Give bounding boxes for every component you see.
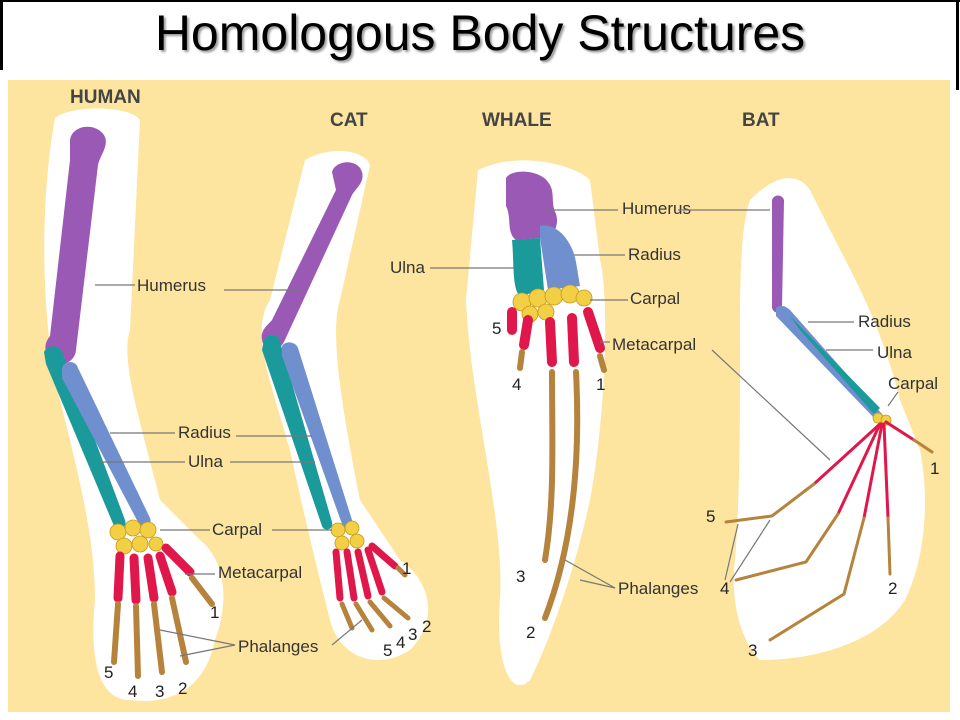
whale-label-ulna: Ulna [390,258,426,277]
bat-label-radius: Radius [858,312,911,331]
bat-header: BAT [742,110,780,131]
slide-frame-left [0,0,3,70]
cat-digit-1: 1 [402,559,411,578]
whale-header: WHALE [482,110,552,131]
whale-digit-2: 2 [526,623,535,642]
cat-digit-4: 4 [396,633,405,652]
cat-digit-5: 5 [383,641,392,660]
human-label-ulna: Ulna [188,452,224,471]
whale-radius [540,225,580,290]
whale-phalanges [517,349,607,621]
cat-phalanges [339,565,411,633]
whale-digit-4: 4 [512,375,521,394]
whale-carpals [512,284,593,323]
human-label-carpal: Carpal [212,520,262,539]
human-halo [44,108,224,701]
bat-metacarpals [812,420,916,520]
cat-header: CAT [330,110,368,131]
whale-label-radius: Radius [628,245,681,264]
whale-flipper: WHALE Humerus Radius Ulna Carpal Metacar… [390,110,729,686]
whale-humerus [506,171,558,240]
human-header: HUMAN [70,87,141,108]
whale-digit-3: 3 [516,567,525,586]
whale-digit-1: 1 [596,375,605,394]
slide-frame-top [0,0,960,2]
human-digit-3: 3 [155,682,164,701]
whale-label-carpal: Carpal [630,289,680,308]
whale-digit-4b: 4 [720,579,729,598]
bat-label-carpal: Carpal [888,374,938,393]
whale-metacarpals [507,307,605,367]
bat-ulna [790,316,880,414]
slide-frame-right [956,0,959,90]
human-label-radius: Radius [178,423,231,442]
bat-wing: BAT Radius Ulna Carpal 1 5 2 3 [678,110,939,660]
human-humerus [45,126,106,364]
bat-humerus [772,195,784,313]
cat-metacarpals [332,542,399,602]
human-metacarpals [113,543,195,605]
human-ulna [44,346,126,529]
whale-digit-5: 5 [492,319,501,338]
human-limb: HUMAN Humerus Radius Ulna Carpal Metacar… [44,87,318,701]
bat-digit-1: 1 [930,459,939,478]
cat-radius [282,342,353,528]
cat-humerus [261,162,363,350]
whale-label-phalanges: Phalanges [618,579,698,598]
cat-limb: CAT 1 2 3 4 5 [224,110,431,660]
whale-ulna [512,238,544,296]
human-digit-5: 5 [104,663,113,682]
cat-carpals [330,520,365,551]
human-label-phalanges: Phalanges [238,637,318,656]
bat-digit-3: 3 [748,641,757,660]
human-digit-1: 1 [210,603,219,622]
human-radius [62,362,151,527]
cat-digit-2: 2 [422,617,431,636]
human-phalanges [111,575,215,679]
whale-label-metacarpal: Metacarpal [612,335,696,354]
bat-digit-2: 2 [888,579,897,598]
whale-label-humerus: Humerus [622,199,691,218]
cat-ulna [262,334,333,530]
human-label-humerus: Humerus [137,276,206,295]
human-digit-2: 2 [178,679,187,698]
bat-label-ulna: Ulna [877,343,913,362]
slide-title: Homologous Body Structures [154,5,806,61]
bat-digit-5: 5 [706,507,715,526]
human-label-metacarpal: Metacarpal [218,563,302,582]
bat-phalanges [724,438,934,642]
human-digit-4: 4 [128,682,137,701]
cat-digit-3: 3 [408,625,417,644]
